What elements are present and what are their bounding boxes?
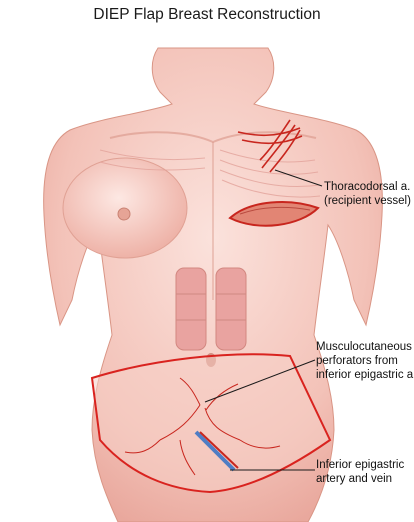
label-perforators: Musculocutaneous perforators from inferi… [316, 340, 414, 382]
label-epigastric: Inferior epigastric artery and vein [316, 458, 404, 486]
label-thoracodorsal: Thoracodorsal a. (recipient vessel) [324, 180, 411, 208]
nipple [118, 208, 130, 220]
